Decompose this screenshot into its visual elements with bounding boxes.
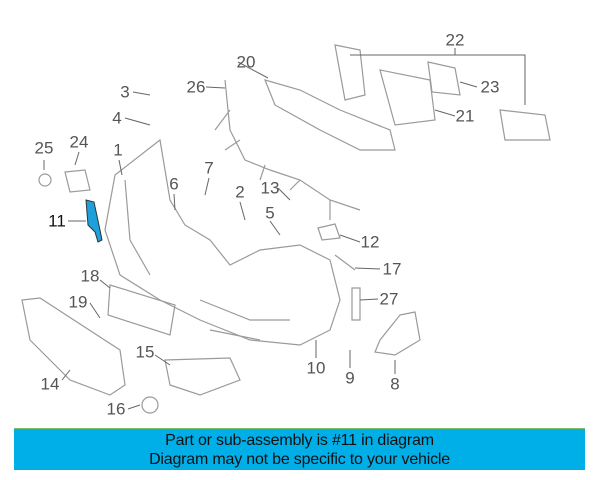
bracket-21 [379,69,436,126]
callout-8[interactable]: 8 [390,374,400,394]
parts-diagram [21,44,551,414]
callout-6[interactable]: 6 [169,174,179,194]
bracket-8 [374,311,421,356]
callout-7[interactable]: 7 [204,158,214,178]
callout-21[interactable]: 21 [455,106,475,126]
lower-grille-14 [21,297,126,396]
grille-15 [164,357,241,396]
strip-17 [334,254,356,271]
callout-9[interactable]: 9 [345,368,355,388]
callout-26[interactable]: 26 [186,77,206,97]
callout-20[interactable]: 20 [236,52,256,72]
seal-25 [38,173,52,187]
callout-16[interactable]: 16 [106,399,126,419]
sensor-ring-16 [141,396,159,414]
callout-27[interactable]: 27 [379,289,399,309]
part-11-highlighted [85,199,103,243]
callout-18[interactable]: 18 [80,266,100,286]
banner-line-part: Part or sub-assembly is #11 in diagram [165,432,434,449]
callout-13[interactable]: 13 [260,178,280,198]
info-banner: Part or sub-assembly is #11 in diagram D… [14,428,585,470]
callout-14[interactable]: 14 [40,374,60,394]
bolt-27 [351,287,361,321]
callout-25[interactable]: 25 [34,138,54,158]
callout-22[interactable]: 22 [445,30,465,50]
callout-5[interactable]: 5 [265,203,275,223]
callout-17[interactable]: 17 [382,259,402,279]
callout-24[interactable]: 24 [69,132,89,152]
callout-4[interactable]: 4 [112,108,122,128]
wiring-harness [214,79,361,220]
bracket-22 [334,44,551,141]
callout-12[interactable]: 12 [360,232,380,252]
bumper-cover [104,138,341,346]
callout-10[interactable]: 10 [306,358,326,378]
bracket-23 [427,61,461,96]
callout-23[interactable]: 23 [480,77,500,97]
callout-15[interactable]: 15 [135,342,155,362]
callout-2[interactable]: 2 [235,182,245,202]
impact-absorber [263,79,396,151]
cover-12 [317,223,341,241]
callout-19[interactable]: 19 [68,292,88,312]
callout-11[interactable]: 11 [48,211,66,231]
callout-1[interactable]: 1 [113,140,123,160]
banner-line-disclaimer: Diagram may not be specific to your vehi… [149,451,450,468]
plate-bracket-18 [107,284,176,336]
sensor-24 [64,169,91,193]
callout-3[interactable]: 3 [120,82,130,102]
